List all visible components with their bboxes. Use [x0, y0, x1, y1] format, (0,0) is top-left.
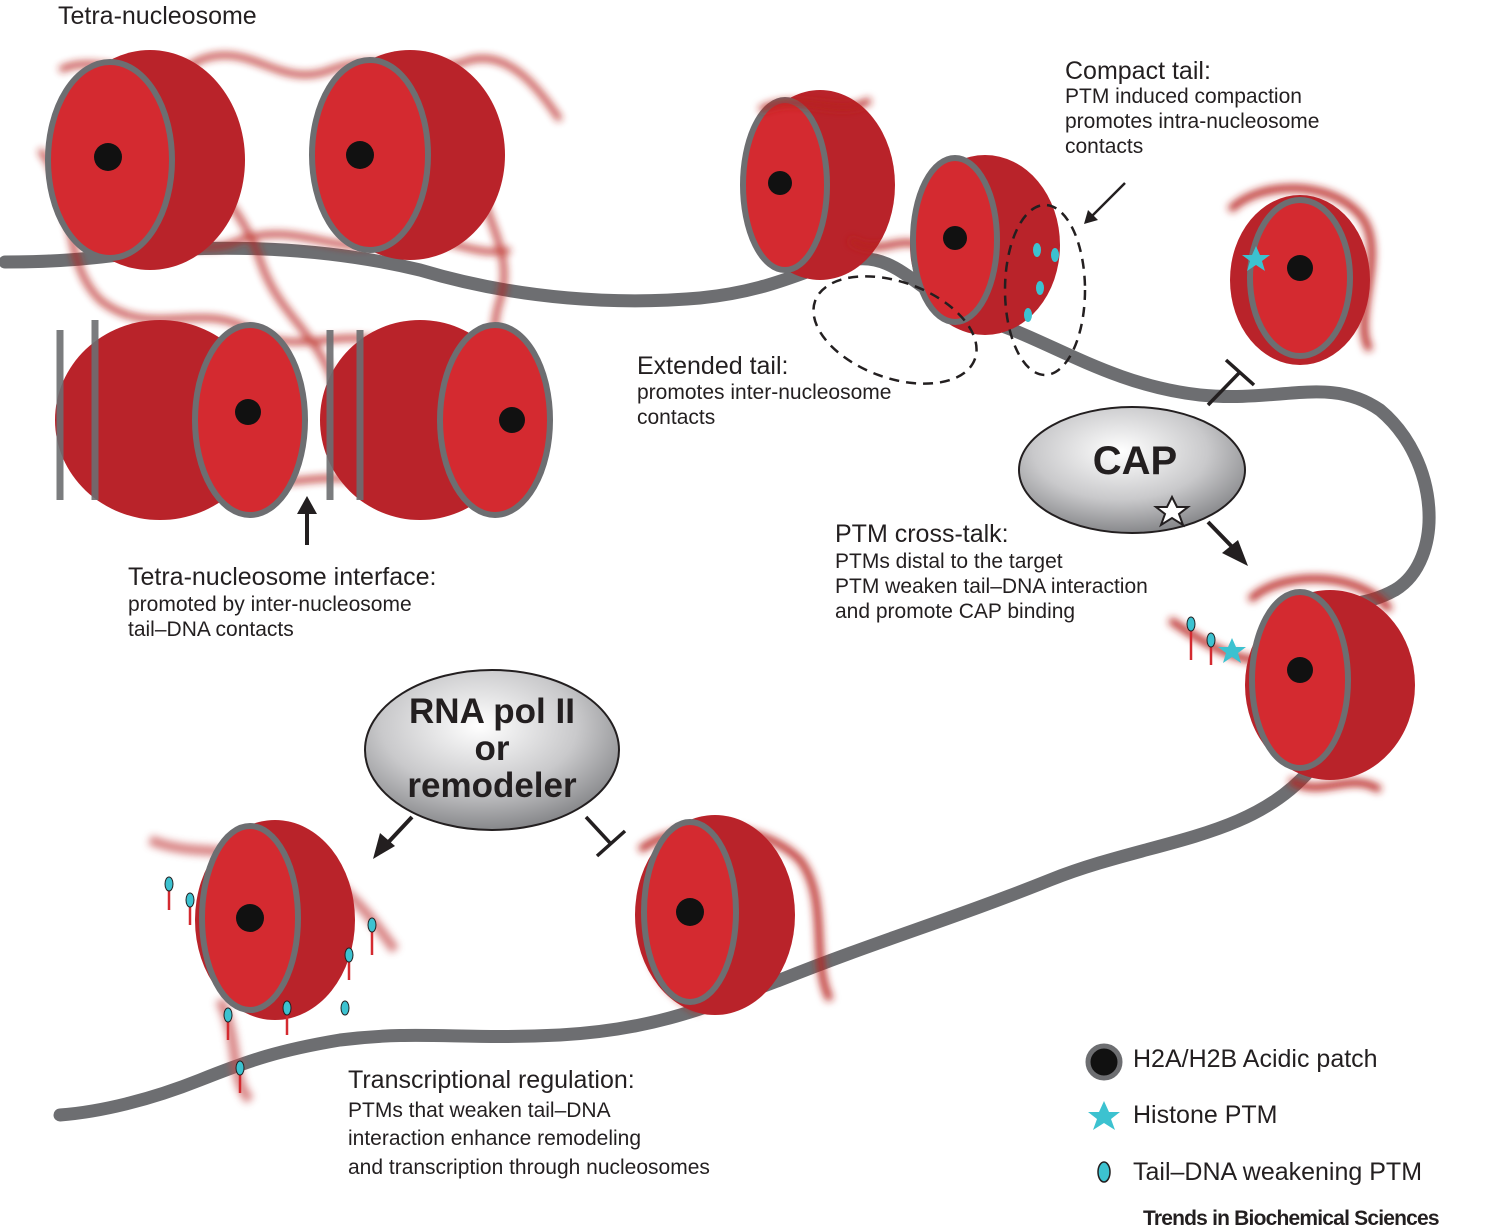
compact-tail-nucleosome [910, 155, 1060, 335]
tetra-nucleosome-cluster [37, 50, 563, 520]
ptm-oval-icon [1206, 632, 1216, 648]
ptm-oval-icon [1051, 248, 1059, 262]
legend-label-histone-ptm: Histone PTM [1133, 1101, 1278, 1129]
journal-brand: Trends in Biochemical Sciences [1143, 1207, 1440, 1230]
rna-pol-line-2: or [474, 729, 510, 768]
transcriptional-line-1: PTMs that weaken tail–DNA [348, 1099, 611, 1122]
blocked-nucleosome [635, 815, 834, 1015]
ptm-oval-icon [235, 1060, 245, 1076]
tetra-interface-line-2: tail–DNA contacts [128, 618, 294, 641]
transcriptional-line-3: and transcription through nucleosomes [348, 1156, 710, 1179]
compact-tail-line-1: PTM induced compaction [1065, 85, 1302, 108]
cap-binding-arrowhead [1222, 540, 1248, 566]
ptm-oval-icon [282, 1000, 292, 1016]
ptm-oval-icon [367, 917, 377, 933]
tetra-title: Tetra-nucleosome [58, 2, 257, 30]
ptm-oval-icon [1024, 308, 1032, 322]
legend-black-dot-icon [1085, 1043, 1123, 1081]
ptm-oval-icon [1186, 616, 1196, 632]
cap-label: CAP [1092, 439, 1178, 483]
transcriptional-heading: Transcriptional regulation: [348, 1066, 635, 1094]
tetra-interface-line-1: promoted by inter-nucleosome [128, 593, 412, 616]
remodel-inhibit-line [584, 815, 613, 846]
legend-star-icon [1088, 1101, 1120, 1130]
crosstalk-nucleosome [1168, 575, 1415, 794]
legend-label-weakening-ptm: Tail–DNA weakening PTM [1133, 1158, 1423, 1186]
cap-binding-star-icon [1153, 494, 1191, 528]
compact-tail-outline [1003, 203, 1087, 377]
cap-inhibit-line [1206, 370, 1242, 407]
compact-tail-line-3: contacts [1065, 135, 1144, 158]
ptm-oval-icon [185, 892, 195, 908]
tetra-interface-heading: Tetra-nucleosome interface: [128, 563, 437, 591]
tetra-interface-arrowhead [297, 496, 317, 514]
dna-strand-lower [53, 763, 1317, 1122]
ptm-crosstalk-line-2: PTM weaken tail–DNA interaction [835, 575, 1148, 598]
cap-oval [1018, 406, 1246, 534]
rna-pol-line-3: remodeler [407, 766, 577, 805]
histone-ptm-star-icon [1218, 638, 1246, 663]
compact-tail-heading: Compact tail: [1065, 57, 1211, 85]
compact-tail-arrowhead [1084, 210, 1098, 224]
ptm-crosstalk-line-1: PTMs distal to the target [835, 550, 1063, 573]
extended-tail-nucleosome [740, 90, 932, 280]
extended-tail-line-2: contacts [637, 406, 716, 429]
ptm-oval-icon [164, 876, 174, 892]
ptm-oval-icon [1036, 281, 1044, 295]
cap-blocked-nucleosome [1227, 184, 1376, 365]
ptm-oval-icon [340, 1000, 350, 1016]
ptm-oval-icon [1033, 243, 1041, 257]
ptm-oval-icon [223, 1007, 233, 1023]
legend-oval-icon [1097, 1161, 1111, 1183]
extended-tail-line-1: promotes inter-nucleosome [637, 381, 892, 404]
rna-pol-oval [364, 669, 620, 831]
remodeled-nucleosome [148, 820, 400, 1104]
ptm-crosstalk-line-3: and promote CAP binding [835, 600, 1076, 623]
histone-ptm-star-icon [1242, 246, 1270, 271]
remodel-inhibit-bar [595, 829, 627, 858]
rna-pol-line-1: RNA pol II [409, 692, 575, 731]
legend-label-acidic-patch: H2A/H2B Acidic patch [1133, 1045, 1378, 1073]
compact-tail-line-2: promotes intra-nucleosome [1065, 110, 1320, 133]
remodel-arrowhead [373, 833, 395, 859]
cap-inhibit-bar [1224, 358, 1256, 387]
compact-tail-arrow [1089, 182, 1126, 219]
transcriptional-line-2: interaction enhance remodeling [348, 1127, 642, 1150]
ptm-crosstalk-heading: PTM cross-talk: [835, 520, 1009, 548]
ptm-oval-icon [344, 947, 354, 963]
extended-tail-outline [812, 275, 978, 385]
dna-strand [0, 241, 1436, 627]
extended-tail-heading: Extended tail: [637, 352, 789, 380]
